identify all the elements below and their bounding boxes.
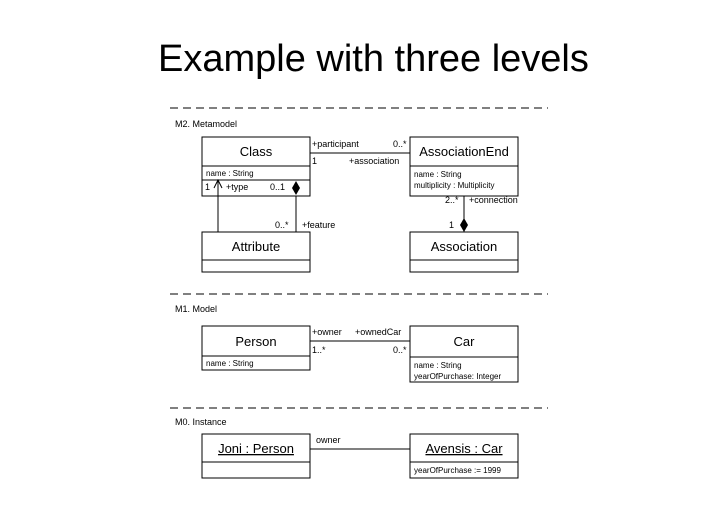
mult-owned-car: 0..* <box>393 345 407 355</box>
mult-participant: 0..* <box>393 139 407 149</box>
class-name: Class <box>240 144 273 159</box>
person-attribute: name : String <box>206 359 254 368</box>
mult-owner: 0..1 <box>270 182 285 192</box>
class-attribute: name : String <box>206 169 254 178</box>
role-connection: +connection <box>469 195 518 205</box>
level-label-m0: M0. Instance <box>175 417 227 427</box>
mult-association: 1 <box>312 156 317 166</box>
attribute-class-name: Attribute <box>232 239 280 254</box>
association-end-attribute-2: multiplicity : Multiplicity <box>414 181 494 190</box>
role-participant: +participant <box>312 139 359 149</box>
role-association: +association <box>349 156 399 166</box>
role-feature: +feature <box>302 220 335 230</box>
uml-class-person <box>201 325 311 371</box>
feature-composition-diamond <box>292 181 300 195</box>
slide-title: Example with three levels <box>158 38 589 80</box>
uml-class-attribute <box>201 231 311 273</box>
avensis-attribute: yearOfPurchase := 1999 <box>414 466 501 475</box>
association-class-name: Association <box>431 239 497 254</box>
car-attribute-2: yearOfPurchase: Integer <box>414 372 501 381</box>
uml-object-avensis <box>409 433 519 479</box>
mult-connection: 2..* <box>445 195 459 205</box>
joni-name: Joni : Person <box>218 441 294 456</box>
connection-composition-diamond <box>460 218 468 232</box>
association-end-attribute-1: name : String <box>414 170 462 179</box>
mult-owner: 1..* <box>312 345 326 355</box>
mult-feature: 0..* <box>275 220 289 230</box>
uml-class-car <box>409 325 519 383</box>
avensis-name: Avensis : Car <box>425 441 503 456</box>
role-owner: +owner <box>312 327 342 337</box>
type-arrowhead <box>213 178 223 189</box>
person-name: Person <box>235 334 276 349</box>
uml-object-joni <box>201 433 311 479</box>
role-type: +type <box>226 182 248 192</box>
mult-type: 1 <box>205 182 210 192</box>
role-owned-car: +ownedCar <box>355 327 401 337</box>
level-label-m1: M1. Model <box>175 304 217 314</box>
level-label-m2: M2. Metamodel <box>175 119 237 129</box>
link-owner-label: owner <box>316 435 341 445</box>
uml-class-class <box>201 136 311 197</box>
association-end-name: AssociationEnd <box>419 144 509 159</box>
car-attribute-1: name : String <box>414 361 462 370</box>
car-name: Car <box>454 334 476 349</box>
mult-association-side: 1 <box>449 220 454 230</box>
